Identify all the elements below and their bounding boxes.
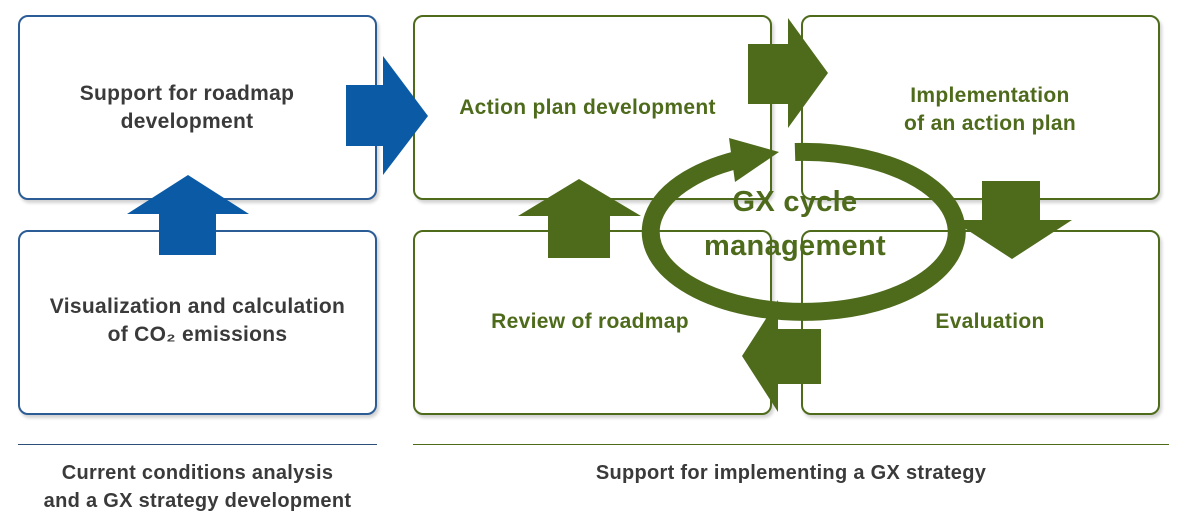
implementation-label-line1: Implementation	[910, 84, 1070, 107]
right-divider	[413, 444, 1169, 445]
visualization-label-line2: of CO₂ emissions	[107, 323, 288, 346]
green-down-arrow	[952, 181, 1072, 259]
cycle-title-line2: management	[704, 230, 886, 262]
implementation-label-line2: of an action plan	[904, 112, 1076, 135]
evaluation-label: Evaluation	[935, 310, 1045, 333]
visualization-label-line1: Visualization and calculation	[49, 295, 346, 318]
left-footer-line1: Current conditions analysis	[61, 462, 334, 484]
left-footer-line2: and a GX strategy development	[43, 490, 352, 512]
review-roadmap-box	[413, 230, 772, 415]
green-left-arrow	[742, 300, 821, 412]
review-roadmap-label: Review of roadmap	[491, 310, 689, 333]
visualization-box	[18, 230, 377, 415]
cycle-ring	[641, 142, 966, 321]
green-right-arrow	[748, 18, 828, 128]
support-roadmap-label: Support for roadmap development	[79, 82, 295, 133]
right-footer: Support for implementing a GX strategy	[595, 462, 987, 484]
cycle-arrowhead	[729, 138, 779, 182]
implementation-box	[801, 15, 1160, 200]
blue-up-arrow	[127, 175, 249, 255]
action-plan-label: Action plan development	[459, 96, 716, 119]
support-roadmap-box	[18, 15, 377, 200]
green-up-arrow	[518, 179, 641, 258]
cycle-title-line1: GX cycle	[732, 186, 858, 218]
blue-right-arrow	[346, 56, 428, 175]
left-divider	[18, 444, 377, 445]
